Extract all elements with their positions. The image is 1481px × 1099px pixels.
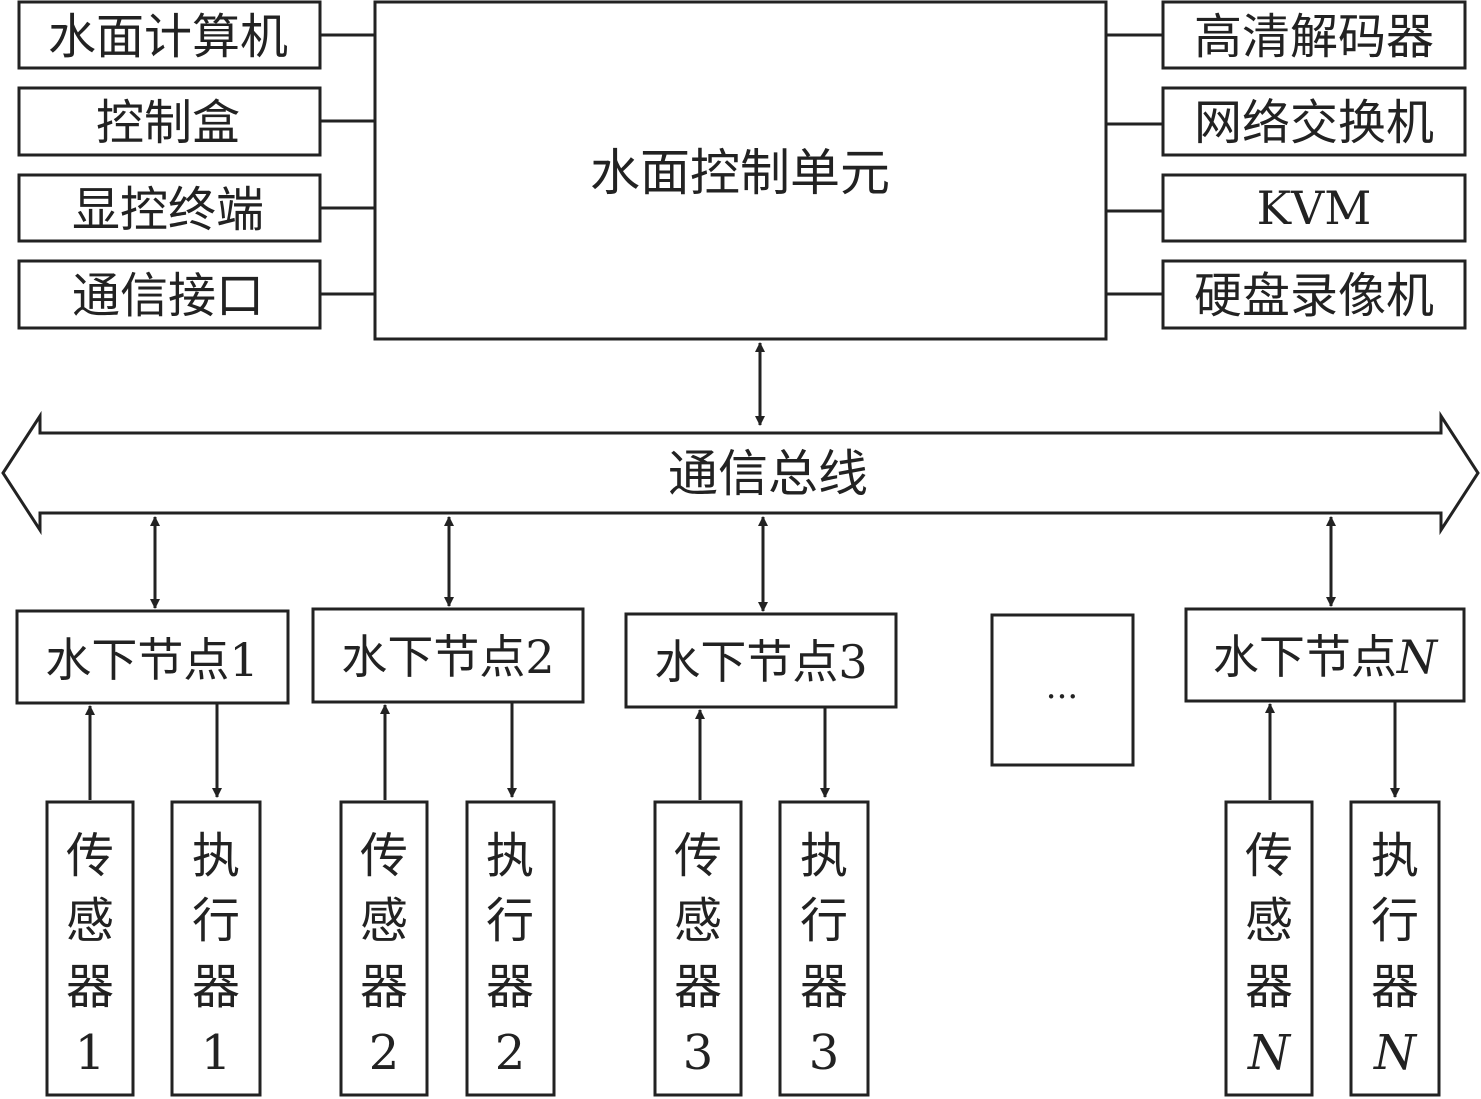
underwater-node: 水下节点3 <box>624 612 898 709</box>
right-module-list: 高清解码器 网络交换机 KVM 硬盘录像机 <box>1106 0 1467 330</box>
left-module-label: 控制盒 <box>96 95 240 151</box>
underwater-node-label: 水下节点N <box>1213 630 1439 684</box>
right-module-label: 高清解码器 <box>1194 9 1434 65</box>
actuator: 执 行 器 N <box>1349 800 1441 1097</box>
right-module-label: 硬盘录像机 <box>1194 268 1434 324</box>
communication-bus-label: 通信总线 <box>668 445 868 503</box>
sensor: 传 感 器 1 <box>45 800 135 1097</box>
node-label-prefix: 水下节点 <box>45 633 229 687</box>
left-module-label: 显控终端 <box>72 182 264 238</box>
node-label-prefix: 水下节点 <box>341 630 525 684</box>
node-label-index: 3 <box>838 635 867 689</box>
left-module: 水面计算机 <box>17 0 375 70</box>
underwater-node-label: 水下节点1 <box>45 633 258 687</box>
right-module: 网络交换机 <box>1106 86 1467 157</box>
underwater-node: 水下节点2 <box>311 607 585 704</box>
right-module: KVM <box>1106 173 1467 243</box>
actuator: 执 行 器 1 <box>170 800 262 1097</box>
communication-bus: 通信总线 <box>1 410 1480 536</box>
actuator-label-char: 器 <box>1371 959 1419 1015</box>
left-module-list: 水面计算机 控制盒 显控终端 通信接口 <box>17 0 375 330</box>
ellipsis-node: ··· <box>990 613 1135 767</box>
sensor-label-char: 感 <box>1245 893 1293 949</box>
sensor-label-char: 传 <box>66 828 114 884</box>
sensor-label-char: 感 <box>360 893 408 949</box>
actuator-label-char: 行 <box>800 893 848 949</box>
node-label-index: 1 <box>229 633 258 687</box>
underwater-node-label: 水下节点3 <box>654 635 867 689</box>
sensor-label-char: 器 <box>1245 959 1293 1015</box>
right-module: 硬盘录像机 <box>1106 259 1467 330</box>
right-module-label: KVM <box>1257 181 1372 235</box>
sensor-label-char: 器 <box>360 959 408 1015</box>
actuator-index: 1 <box>201 1025 232 1081</box>
node-label-index: 2 <box>525 630 554 684</box>
surface-control-unit: 水面控制单元 <box>373 0 1108 341</box>
right-module: 高清解码器 <box>1106 0 1467 70</box>
actuator-label-char: 执 <box>1371 828 1419 884</box>
sensor-index: 3 <box>683 1025 714 1081</box>
left-module-label: 通信接口 <box>72 268 264 324</box>
surface-control-unit-label: 水面控制单元 <box>590 144 890 202</box>
sensor: 传 感 器 3 <box>653 800 743 1097</box>
actuator-index: 2 <box>495 1025 526 1081</box>
node-label-prefix: 水下节点 <box>1213 630 1397 684</box>
actuator: 执 行 器 2 <box>465 800 556 1097</box>
actuator-label-char: 行 <box>486 893 534 949</box>
actuator-index: 3 <box>809 1025 840 1081</box>
actuator-index: N <box>1373 1025 1418 1081</box>
sensor-index: N <box>1247 1025 1292 1081</box>
sensor-label-char: 器 <box>674 959 722 1015</box>
sensor-index: 2 <box>369 1025 400 1081</box>
actuator-label-char: 器 <box>800 959 848 1015</box>
sensor-label-char: 传 <box>674 828 722 884</box>
underwater-node: 水下节点N <box>1184 607 1466 703</box>
actuator: 执 行 器 3 <box>778 800 870 1097</box>
underwater-node-label: 水下节点2 <box>341 630 554 684</box>
sensor-index: 1 <box>75 1025 106 1081</box>
actuator-label-char: 执 <box>192 828 240 884</box>
right-module-label: 网络交换机 <box>1194 95 1434 151</box>
actuator-label-char: 执 <box>486 828 534 884</box>
sensor: 传 感 器 N <box>1224 800 1314 1097</box>
actuator-label-char: 器 <box>486 959 534 1015</box>
actuator-label-char: 行 <box>192 893 240 949</box>
sensor-label-char: 传 <box>1245 828 1293 884</box>
actuator-label-char: 执 <box>800 828 848 884</box>
actuator-label-char: 器 <box>192 959 240 1015</box>
sensor-label-char: 感 <box>66 893 114 949</box>
node-label-prefix: 水下节点 <box>654 635 838 689</box>
left-module: 显控终端 <box>17 173 375 243</box>
actuator-label-char: 行 <box>1371 893 1419 949</box>
sensor-label-char: 器 <box>66 959 114 1015</box>
sensor-label-char: 感 <box>674 893 722 949</box>
underwater-node: 水下节点1 <box>15 609 290 705</box>
sensor: 传 感 器 2 <box>339 800 429 1097</box>
left-module: 通信接口 <box>17 259 375 330</box>
sensor-label-char: 传 <box>360 828 408 884</box>
node-label-index: N <box>1396 630 1439 684</box>
ellipsis-label: ··· <box>1046 677 1078 717</box>
left-module: 控制盒 <box>17 86 375 157</box>
left-module-label: 水面计算机 <box>48 9 288 65</box>
